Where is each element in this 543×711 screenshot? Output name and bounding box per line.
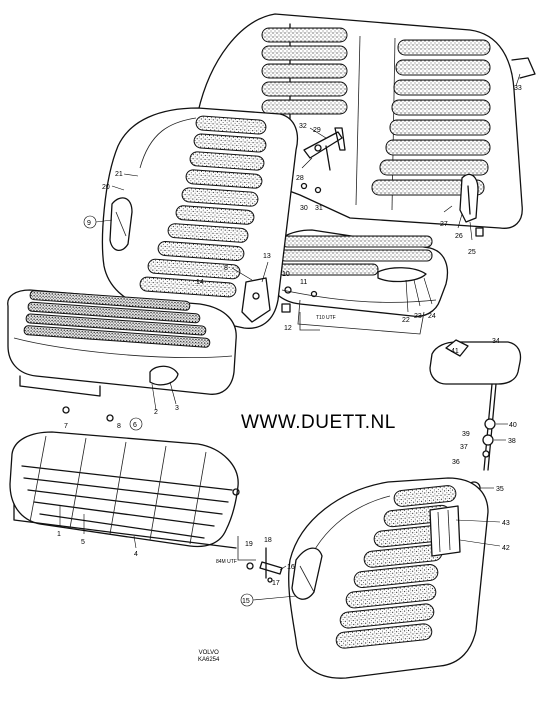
- label-9: 9: [87, 220, 91, 227]
- label-6: 6: [133, 422, 137, 429]
- label-42: 42: [502, 545, 510, 552]
- website-watermark: WWW.DUETT.NL: [241, 412, 396, 433]
- label-38: 38: [508, 438, 516, 445]
- side-note-84m: 84M UTF: [216, 559, 237, 565]
- brand-caption: VOLVO KA6254: [198, 650, 219, 664]
- hinge-bracket: [300, 127, 346, 194]
- label-14: 14: [196, 279, 204, 286]
- label-20: 20: [102, 184, 110, 191]
- label-43: 43: [502, 520, 510, 527]
- label-29: 29: [313, 127, 321, 134]
- rear-back-left-tubes: [261, 27, 348, 115]
- label-35: 35: [496, 486, 504, 493]
- label-7: 7: [64, 423, 68, 430]
- label-23: 23: [414, 313, 422, 320]
- label-34: 34: [492, 338, 500, 345]
- front-back-upper-tubes: [139, 115, 267, 298]
- part-labels: 33 32 29 28 30 31 27 26 25 21 20 9 13 8 …: [57, 73, 522, 607]
- label-22: 22: [402, 317, 410, 324]
- rear-back-right-tubes: [371, 39, 491, 196]
- front-seat-back-upper: [101, 107, 320, 331]
- label-33: 33: [514, 85, 522, 92]
- front-seat-cushion: [7, 289, 237, 422]
- label-26: 26: [455, 233, 463, 240]
- label-25: 25: [468, 249, 476, 256]
- label-18: 18: [264, 537, 272, 544]
- seat-spring-frame: [9, 431, 240, 549]
- front-cushion-tubes: [23, 290, 211, 348]
- label-3-upper: 3: [175, 405, 179, 412]
- label-5: 5: [81, 539, 85, 546]
- label-36: 36: [452, 459, 460, 466]
- label-32: 32: [299, 123, 307, 130]
- label-8-upper: 8: [224, 265, 228, 272]
- label-10: 10: [282, 271, 290, 278]
- label-4: 4: [134, 551, 138, 558]
- label-39: 39: [462, 431, 470, 438]
- label-2: 2: [154, 409, 158, 416]
- brand-line-volvo: VOLVO: [198, 650, 219, 656]
- side-note-t10: T10 UTF: [316, 315, 336, 321]
- label-8-lower: 8: [117, 423, 121, 430]
- front-seat-back-lower: [237, 477, 489, 679]
- label-19: 19: [245, 541, 253, 548]
- label-37: 37: [460, 444, 468, 451]
- label-1: 1: [57, 531, 61, 538]
- label-40: 40: [509, 422, 517, 429]
- rear-seat-cushion: [267, 229, 449, 335]
- label-28: 28: [296, 175, 304, 182]
- label-24: 24: [428, 313, 436, 320]
- label-17: 17: [272, 580, 280, 587]
- rear-cushion-tubes: [277, 235, 433, 276]
- headrest: [429, 339, 522, 495]
- label-11: 11: [300, 279, 307, 286]
- label-21: 21: [115, 171, 123, 178]
- label-15: 15: [242, 598, 250, 605]
- label-31: 31: [315, 205, 323, 212]
- label-30: 30: [300, 205, 308, 212]
- label-27: 27: [440, 221, 448, 228]
- label-13: 13: [263, 253, 271, 260]
- label-16: 16: [287, 564, 295, 571]
- label-12: 12: [284, 325, 292, 332]
- brand-line-code: KA6254: [198, 657, 220, 663]
- label-41: 41: [451, 348, 459, 355]
